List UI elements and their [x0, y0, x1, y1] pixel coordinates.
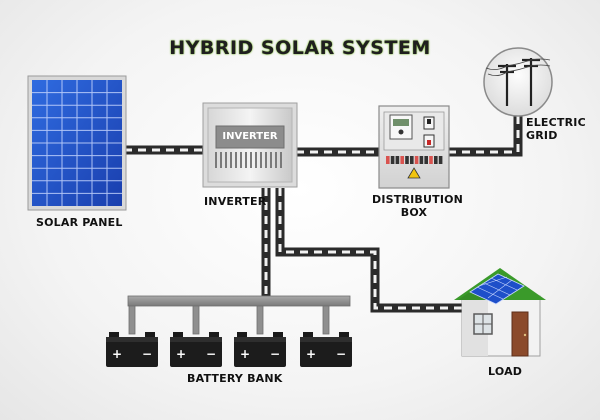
distribution-box [378, 105, 450, 189]
solar-panel [27, 75, 127, 211]
battery-negative-terminal: − [206, 347, 216, 361]
cable-inverter-load [275, 188, 462, 313]
electric-grid-label-line2: GRID [526, 129, 558, 142]
battery-negative-terminal: − [142, 347, 152, 361]
inverter [202, 102, 298, 188]
window-icon [473, 313, 493, 335]
battery-icon: +− [300, 332, 352, 367]
battery-positive-terminal: + [176, 347, 186, 361]
electric-grid [483, 47, 553, 117]
distribution-box-label: DISTRIBUTION BOX [372, 193, 464, 219]
electric-grid-label: ELECTRIC GRID [526, 116, 586, 142]
battery-positive-terminal: + [240, 347, 250, 361]
cable-distribution-grid [448, 112, 523, 157]
solar-panel-label: SOLAR PANEL [36, 216, 123, 229]
battery-negative-terminal: − [336, 347, 346, 361]
cables [124, 112, 523, 313]
battery-negative-terminal: − [270, 347, 280, 361]
battery-bank: +−+−+−+− [106, 295, 352, 367]
battery-positive-terminal: + [112, 347, 122, 361]
battery-icon: +− [234, 332, 286, 367]
load-label: LOAD [488, 365, 523, 378]
inverter-face-label: INVERTER [222, 131, 278, 142]
battery-icon: +− [170, 332, 222, 367]
distribution-box-label-line1: DISTRIBUTION [372, 193, 464, 206]
inverter-label: INVERTER [204, 195, 267, 208]
battery-bank-label: BATTERY BANK [187, 372, 283, 385]
distribution-box-label-line2: BOX [400, 206, 428, 219]
battery-positive-terminal: + [306, 347, 316, 361]
diagram-title: HYBRID SOLAR SYSTEM [169, 37, 431, 59]
electric-grid-label-line1: ELECTRIC [526, 116, 586, 129]
load-house [454, 268, 546, 357]
battery-icon: +− [106, 332, 158, 367]
